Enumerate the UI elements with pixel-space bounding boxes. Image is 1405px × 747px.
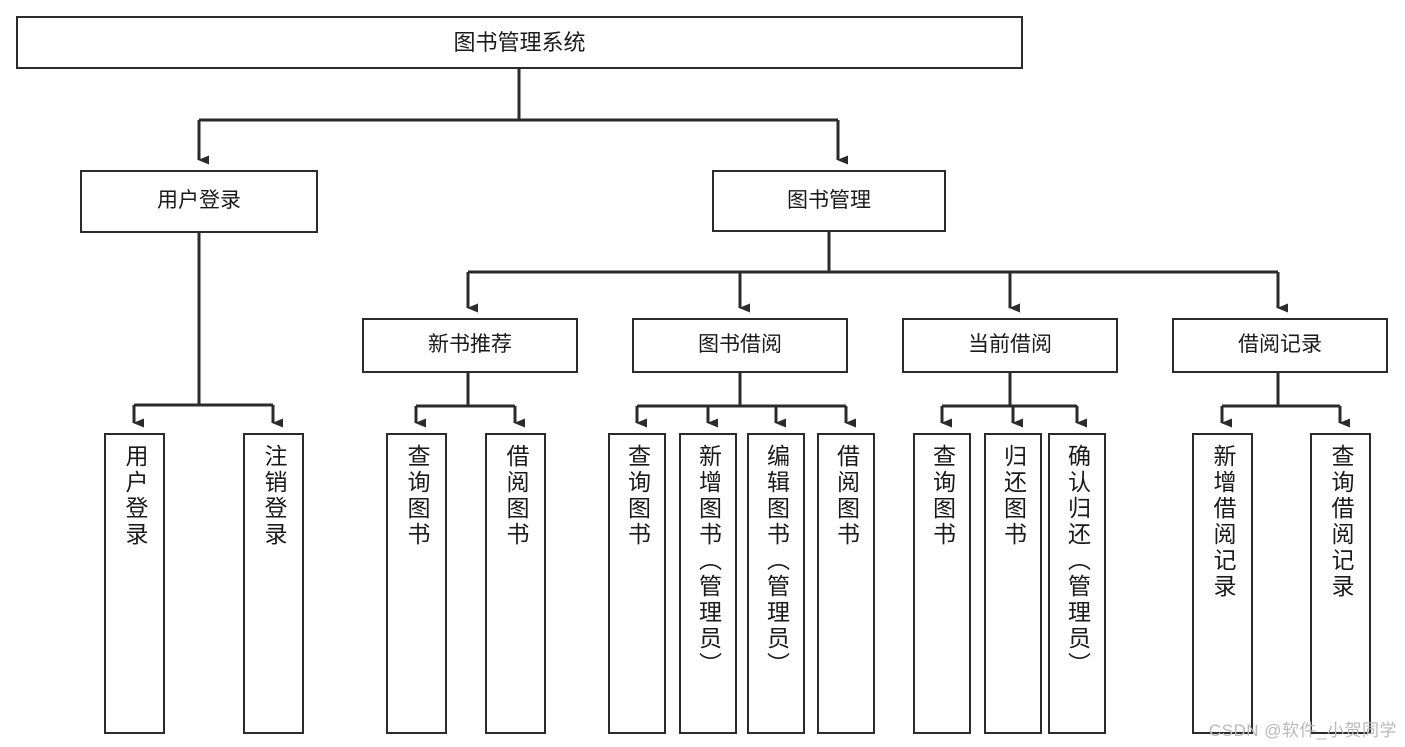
edge-group-borrow-records — [1220, 373, 1350, 428]
edge-group-root — [197, 69, 848, 165]
node-leaf-logout[interactable]: 注销登录 — [243, 433, 304, 734]
node-leaf-query-book-3-label: 查询图书 — [929, 444, 956, 548]
node-borrow-records[interactable]: 借阅记录 — [1172, 318, 1388, 373]
node-root-label: 图书管理系统 — [453, 29, 586, 55]
edge-group-current-borrow — [940, 373, 1087, 428]
node-leaf-user-login[interactable]: 用户登录 — [104, 433, 165, 734]
node-leaf-edit-book-admin[interactable]: 编辑图书（管理员） — [747, 433, 805, 734]
node-leaf-logout-label: 注销登录 — [261, 444, 287, 548]
node-leaf-borrow-book-2[interactable]: 借阅图书 — [817, 433, 875, 734]
node-book-management-label: 图书管理 — [787, 188, 871, 212]
node-leaf-edit-book-admin-label: 编辑图书（管理员） — [763, 444, 790, 678]
node-leaf-borrow-book-1[interactable]: 借阅图书 — [485, 433, 546, 734]
node-leaf-query-book-2[interactable]: 查询图书 — [608, 433, 666, 734]
edge-group-new-book-recommend — [414, 373, 525, 428]
node-user-login-label: 用户登录 — [157, 189, 241, 213]
node-leaf-borrow-book-2-label: 借阅图书 — [833, 444, 860, 548]
node-current-borrow-label: 当前借阅 — [968, 333, 1052, 357]
edge-group-book-management — [466, 232, 1288, 313]
node-leaf-query-borrow-record-label: 查询借阅记录 — [1328, 444, 1354, 600]
edge-group-book-borrow — [635, 373, 856, 428]
node-leaf-user-login-label: 用户登录 — [122, 444, 148, 548]
edge-group-user-login — [132, 233, 283, 428]
node-leaf-add-borrow-record[interactable]: 新增借阅记录 — [1192, 433, 1253, 734]
node-leaf-return-book[interactable]: 归还图书 — [984, 433, 1042, 734]
node-leaf-query-book-1[interactable]: 查询图书 — [386, 433, 447, 734]
node-user-login[interactable]: 用户登录 — [80, 170, 318, 233]
node-book-management[interactable]: 图书管理 — [712, 170, 946, 232]
node-leaf-query-book-2-label: 查询图书 — [624, 444, 651, 548]
node-leaf-return-book-label: 归还图书 — [1000, 444, 1027, 548]
node-leaf-confirm-return-admin[interactable]: 确认归还（管理员） — [1048, 433, 1106, 734]
node-leaf-query-book-3[interactable]: 查询图书 — [913, 433, 971, 734]
node-leaf-add-book-admin-label: 新增图书（管理员） — [695, 444, 722, 678]
node-leaf-confirm-return-admin-label: 确认归还（管理员） — [1064, 444, 1091, 678]
node-leaf-borrow-book-1-label: 借阅图书 — [503, 444, 529, 548]
node-current-borrow[interactable]: 当前借阅 — [902, 318, 1118, 373]
node-leaf-add-book-admin[interactable]: 新增图书（管理员） — [679, 433, 737, 734]
node-borrow-records-label: 借阅记录 — [1238, 333, 1322, 357]
node-leaf-query-borrow-record[interactable]: 查询借阅记录 — [1310, 433, 1371, 734]
node-leaf-add-borrow-record-label: 新增借阅记录 — [1210, 444, 1236, 600]
node-new-book-recommend[interactable]: 新书推荐 — [362, 318, 578, 373]
node-book-borrow[interactable]: 图书借阅 — [632, 318, 848, 373]
node-book-borrow-label: 图书借阅 — [698, 333, 782, 357]
node-new-book-recommend-label: 新书推荐 — [428, 333, 512, 357]
node-root[interactable]: 图书管理系统 — [16, 16, 1023, 69]
node-leaf-query-book-1-label: 查询图书 — [404, 444, 430, 548]
